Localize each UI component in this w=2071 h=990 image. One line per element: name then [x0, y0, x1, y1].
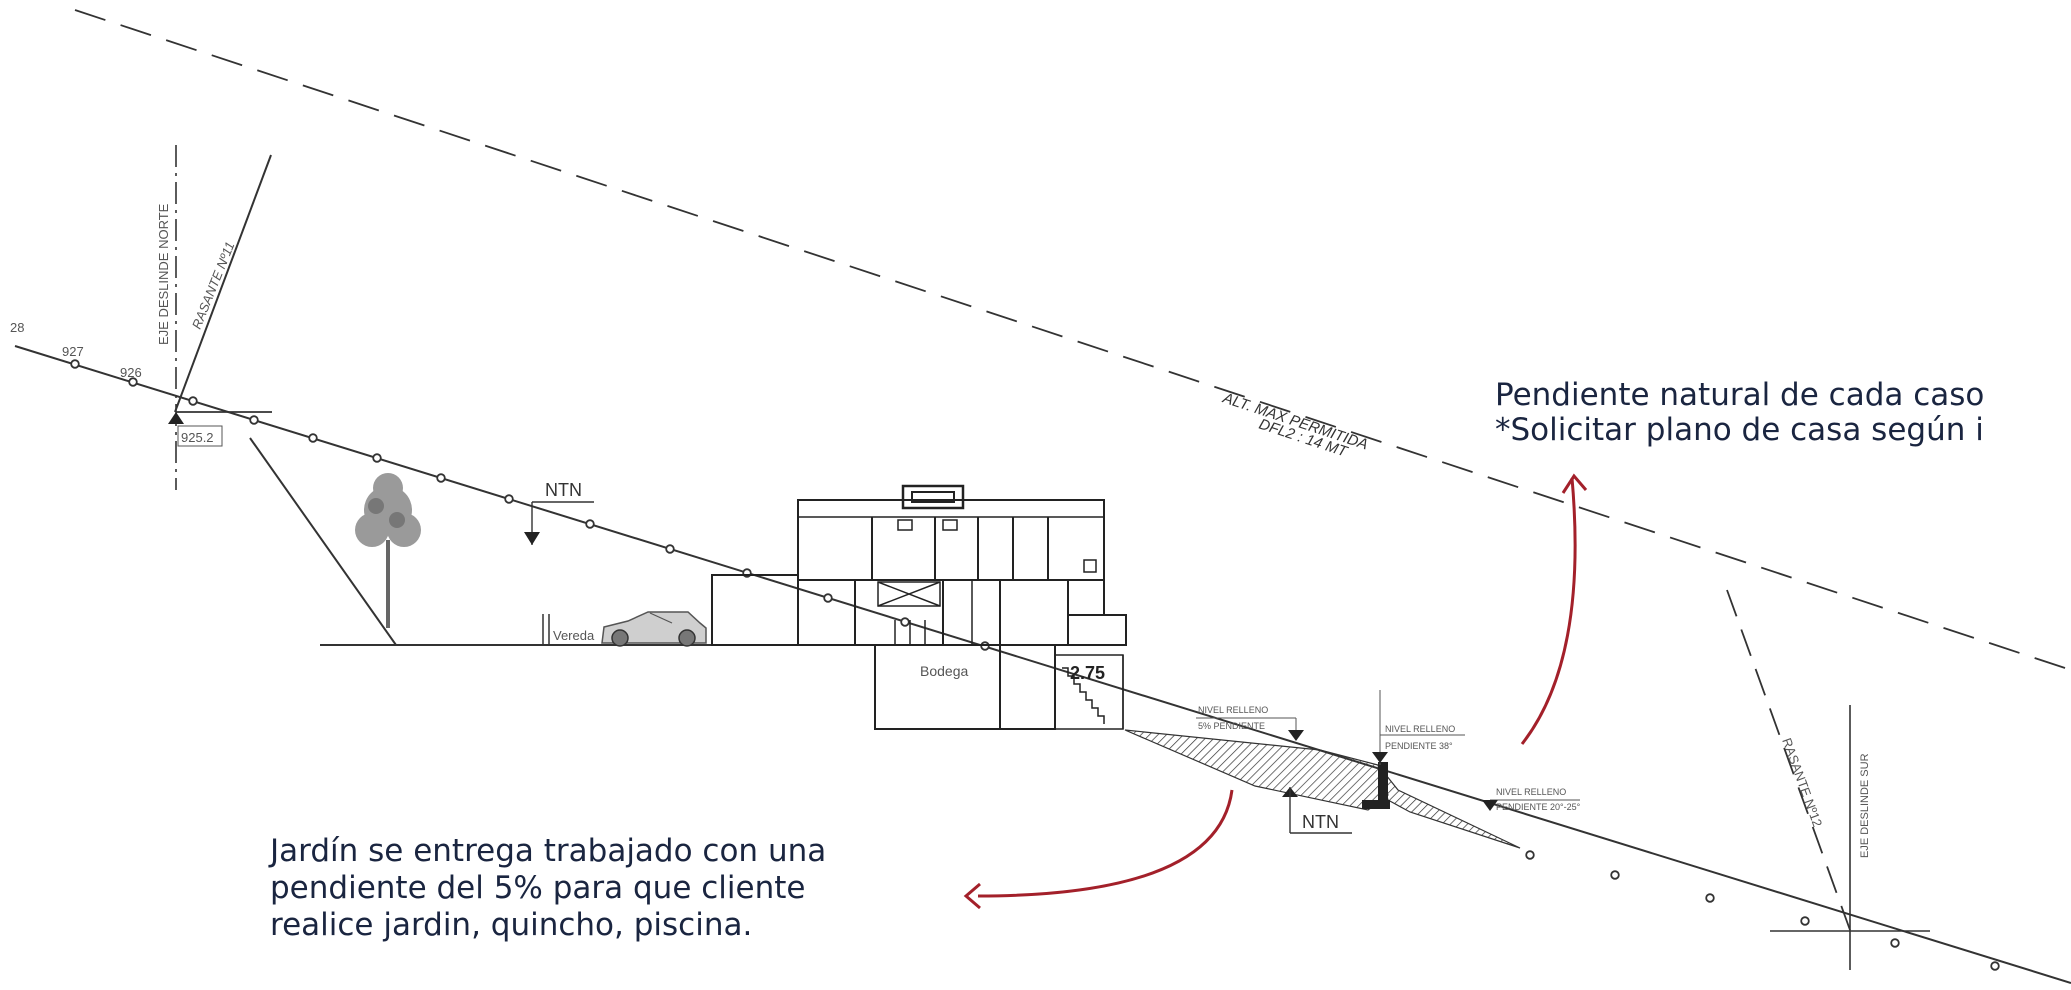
house-section: [711, 484, 1127, 730]
terrain-marker: [1525, 850, 1535, 860]
terrain-marker: [128, 377, 138, 387]
terrain-marker: [1890, 938, 1900, 948]
left-annotation-arrow: [977, 789, 1234, 898]
terrain-marker: [249, 415, 259, 425]
terrain-marker: [70, 359, 80, 369]
house-upper-floor: [797, 499, 1105, 581]
car-icon: [601, 611, 707, 647]
right-arrowhead: [1561, 473, 1588, 494]
terrain-marker: [1610, 870, 1620, 880]
ntn-bottom-marker: NTN: [1282, 787, 1352, 834]
natural-terrain-line: [14, 345, 2071, 984]
slope-annotation-line-2: *Solicitar plano de casa según i: [1495, 412, 1984, 448]
terrain-markers: [70, 359, 2000, 971]
garden-annotation-line-1: Jardín se entrega trabajado con una: [270, 833, 827, 869]
fill-level-marker-2: NIVEL RELLENO PENDIENTE 38°: [1372, 690, 1465, 765]
fill-hatch-main: [1124, 729, 1389, 811]
fill-level-marker-3: NIVEL RELLENO PENDIENTE 20°-25°: [1482, 787, 1581, 812]
level-925-box: [177, 425, 223, 447]
terrain-marker: [504, 494, 514, 504]
terrain-marker: [188, 396, 198, 406]
terrain-marker: [665, 544, 675, 554]
rasante-12-label: RASANTE Nº12: [1779, 736, 1825, 829]
fill-level-marker-1: NIVEL RELLENO 5% PENDIENTE: [1196, 705, 1304, 741]
terrain-marker: [372, 453, 382, 463]
terrain-marker: [1800, 916, 1810, 926]
max-height-line: [74, 9, 2071, 671]
fill-level-2-line1: NIVEL RELLENO: [1385, 724, 1455, 734]
terrain-marker: [900, 617, 910, 627]
left-arrowhead: [963, 882, 981, 910]
terrain-marker: [308, 433, 318, 443]
wall-footing: [1362, 800, 1390, 809]
south-boundary-label: EJE DESLINDE SUR: [1859, 753, 1871, 858]
terrain-marker: [823, 593, 833, 603]
level-925-label: 925.2: [181, 430, 214, 445]
rasante-11-label: RASANTE Nº11: [189, 240, 238, 332]
ntn-top-label: NTN: [545, 480, 582, 500]
terrain-marker: [1990, 961, 2000, 971]
rasante-11-line: [174, 154, 272, 413]
right-annotation-arrow: [1520, 477, 1577, 745]
rasante-12-line: [1726, 589, 1851, 931]
slope-annotation-line-1: Pendiente natural de cada caso: [1495, 377, 1985, 413]
tree-icon: [355, 473, 421, 628]
fill-level-1-line1: NIVEL RELLENO: [1198, 705, 1268, 715]
level-927-label: 927: [62, 344, 84, 359]
level-926-label: 926: [120, 365, 142, 380]
house-roof-box: [901, 484, 965, 510]
terrain-marker: [436, 473, 446, 483]
retaining-wall: [1378, 762, 1388, 807]
bodega-label: Bodega: [920, 663, 968, 679]
terrain-marker: [1705, 893, 1715, 903]
rasante-11-vertex-triangle: [168, 412, 184, 424]
ntn-bottom-label: NTN: [1302, 812, 1339, 832]
garden-annotation-line-2: pendiente del 5% para que cliente: [270, 870, 806, 906]
left-bank-line: [249, 437, 397, 646]
fill-level-2-line2: PENDIENTE 38°: [1385, 741, 1453, 751]
level-928-label: 28: [10, 320, 24, 335]
north-boundary-label: EJE DESLINDE NORTE: [156, 203, 171, 345]
garden-annotation: Jardín se entrega trabajado con una pend…: [270, 833, 826, 944]
house-ground-floor: [797, 579, 1069, 646]
fill-level-3-line1: NIVEL RELLENO: [1496, 787, 1566, 797]
house-basement: [874, 644, 1056, 730]
fill-level-1-line2: 5% PENDIENTE: [1198, 721, 1265, 731]
vereda-label: Vereda: [553, 628, 595, 643]
fill-level-3-line2: PENDIENTE 20°-25°: [1496, 802, 1581, 812]
ntn-top-marker: NTN: [524, 480, 594, 545]
garden-annotation-line-3: realice jardin, quincho, piscina.: [270, 907, 753, 943]
level-275-label: 2.75: [1070, 663, 1105, 683]
slope-annotation: Pendiente natural de cada caso *Solicita…: [1495, 378, 1984, 448]
terrain-marker: [585, 519, 595, 529]
